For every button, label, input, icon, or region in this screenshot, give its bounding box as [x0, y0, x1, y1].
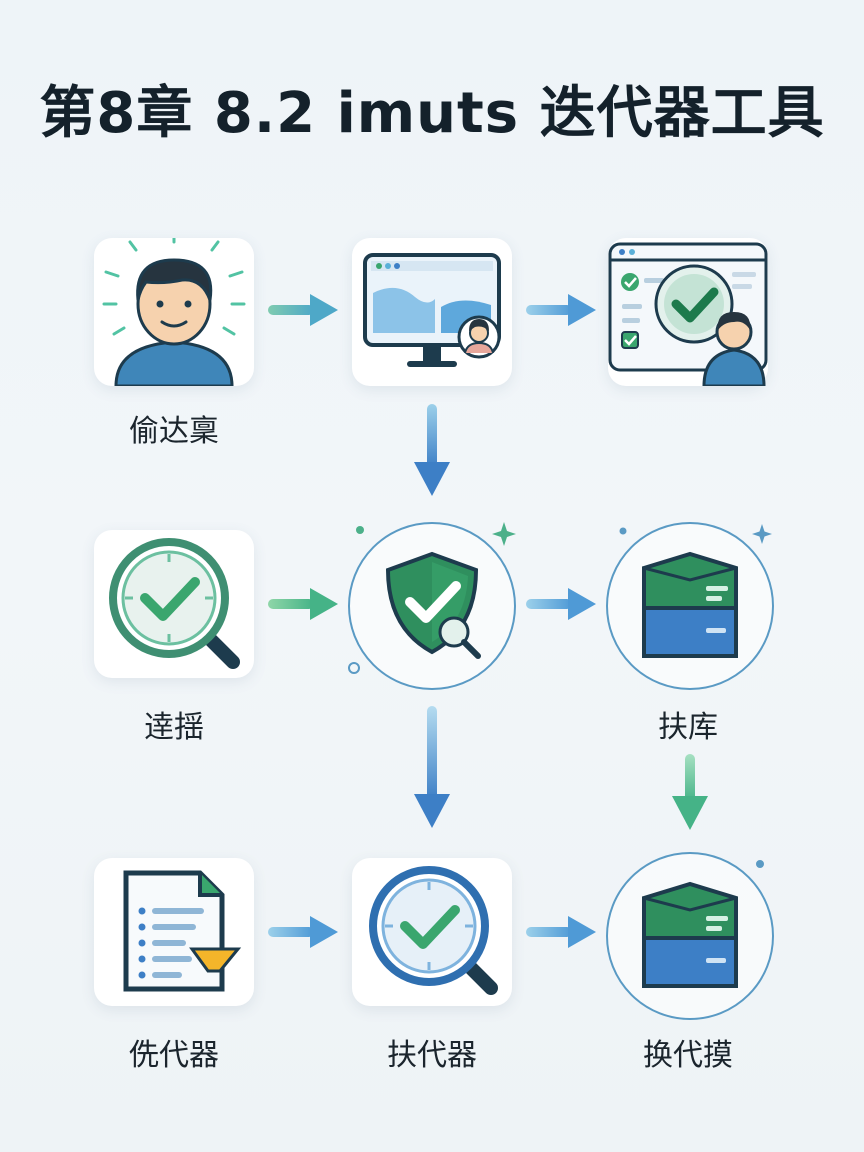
- node-monitor[interactable]: [352, 238, 512, 386]
- shield-check-icon: [385, 551, 481, 659]
- arrow-right-4: [526, 588, 596, 620]
- node-checklist-window[interactable]: [608, 238, 768, 386]
- node-iterator[interactable]: [352, 858, 512, 1006]
- arrow-right-2: [526, 294, 596, 326]
- arrow-right-1: [268, 294, 338, 326]
- arrow-down-2: [414, 706, 450, 828]
- page-title: 第8章 8.2 imuts 迭代器工具: [39, 81, 825, 146]
- arrow-right-6: [526, 916, 596, 948]
- node-document[interactable]: [94, 858, 254, 1006]
- arrow-down-1: [414, 404, 450, 496]
- arrow-right-5: [268, 916, 338, 948]
- dot-icon: [756, 860, 764, 868]
- arrow-right-3: [268, 588, 338, 620]
- node-label-9: 换代摸: [643, 1038, 733, 1073]
- node-library[interactable]: [606, 522, 774, 690]
- node-person[interactable]: [94, 238, 254, 386]
- document-icon: [123, 870, 242, 992]
- sparkle-icon: [752, 524, 772, 544]
- box-icon: [642, 551, 738, 658]
- monitor-icon: [363, 253, 501, 367]
- dot-icon: [356, 526, 364, 534]
- node-shield[interactable]: [348, 522, 516, 690]
- node-label-6: 扶库: [658, 710, 718, 745]
- node-label-8: 扶代器: [387, 1038, 477, 1073]
- node-module[interactable]: [606, 852, 774, 1020]
- box-icon: [642, 881, 738, 988]
- dot-icon: [619, 527, 627, 535]
- node-label-1: 偷达稟: [129, 414, 219, 449]
- person-icon: [102, 238, 246, 386]
- node-label-4: 逹揺: [144, 710, 204, 745]
- sparkle-icon: [492, 522, 516, 546]
- dot-icon: [348, 662, 360, 674]
- arrow-down-3: [672, 754, 708, 830]
- node-inspect[interactable]: [94, 530, 254, 678]
- node-label-7: 侁代器: [129, 1038, 219, 1073]
- magnifier-check-icon: [369, 866, 498, 995]
- magnifier-check-icon: [109, 538, 240, 669]
- checklist-window-icon: [608, 242, 768, 386]
